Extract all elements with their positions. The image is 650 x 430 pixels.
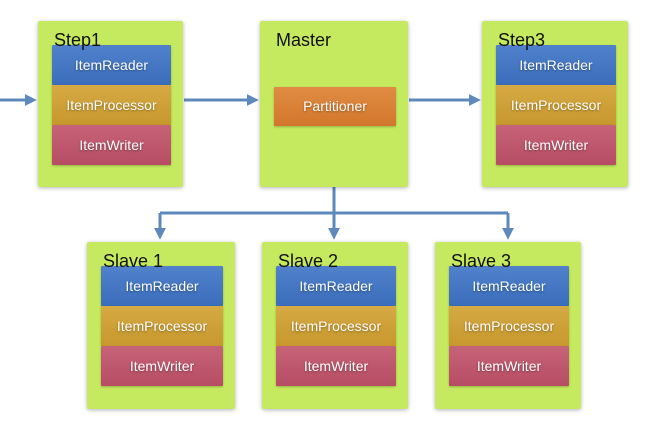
node-slave2-stack: ItemReader ItemProcessor ItemWriter [276, 266, 396, 386]
component-itemreader: ItemReader [449, 266, 569, 306]
node-slave3-stack: ItemReader ItemProcessor ItemWriter [449, 266, 569, 386]
component-itemprocessor: ItemProcessor [276, 306, 396, 346]
node-master: Master Partitioner [260, 21, 408, 187]
component-itemwriter: ItemWriter [276, 346, 396, 386]
node-slave3: Slave 3 ItemReader ItemProcessor ItemWri… [435, 242, 581, 409]
node-slave3-title: Slave 3 [451, 251, 512, 271]
node-slave2: Slave 2 ItemReader ItemProcessor ItemWri… [262, 242, 408, 409]
component-itemprocessor: ItemProcessor [52, 85, 171, 125]
component-itemwriter: ItemWriter [101, 346, 223, 386]
node-master-title: Master [276, 30, 332, 50]
component-itemprocessor: ItemProcessor [101, 306, 223, 346]
component-itemreader: ItemReader [52, 45, 171, 85]
node-step3: Step3 ItemReader ItemProcessor ItemWrite… [482, 21, 628, 187]
node-step1-title: Step1 [54, 30, 102, 50]
component-itemwriter: ItemWriter [496, 125, 616, 165]
node-master-stack: Partitioner [274, 87, 396, 126]
node-step3-stack: ItemReader ItemProcessor ItemWriter [496, 45, 616, 165]
node-slave1-title: Slave 1 [103, 251, 164, 271]
component-itemprocessor: ItemProcessor [449, 306, 569, 346]
component-itemwriter: ItemWriter [449, 346, 569, 386]
node-slave1: Slave 1 ItemReader ItemProcessor ItemWri… [87, 242, 235, 409]
node-slave2-title: Slave 2 [278, 251, 339, 271]
node-slave1-stack: ItemReader ItemProcessor ItemWriter [101, 266, 223, 386]
component-itemreader: ItemReader [496, 45, 616, 85]
component-itemreader: ItemReader [276, 266, 396, 306]
node-step1: Step1 ItemReader ItemProcessor ItemWrite… [38, 21, 183, 187]
component-itemwriter: ItemWriter [52, 125, 171, 165]
component-partitioner: Partitioner [274, 87, 396, 126]
component-itemreader: ItemReader [101, 266, 223, 306]
component-itemprocessor: ItemProcessor [496, 85, 616, 125]
node-step1-stack: ItemReader ItemProcessor ItemWriter [52, 45, 171, 165]
node-step3-title: Step3 [498, 30, 546, 50]
